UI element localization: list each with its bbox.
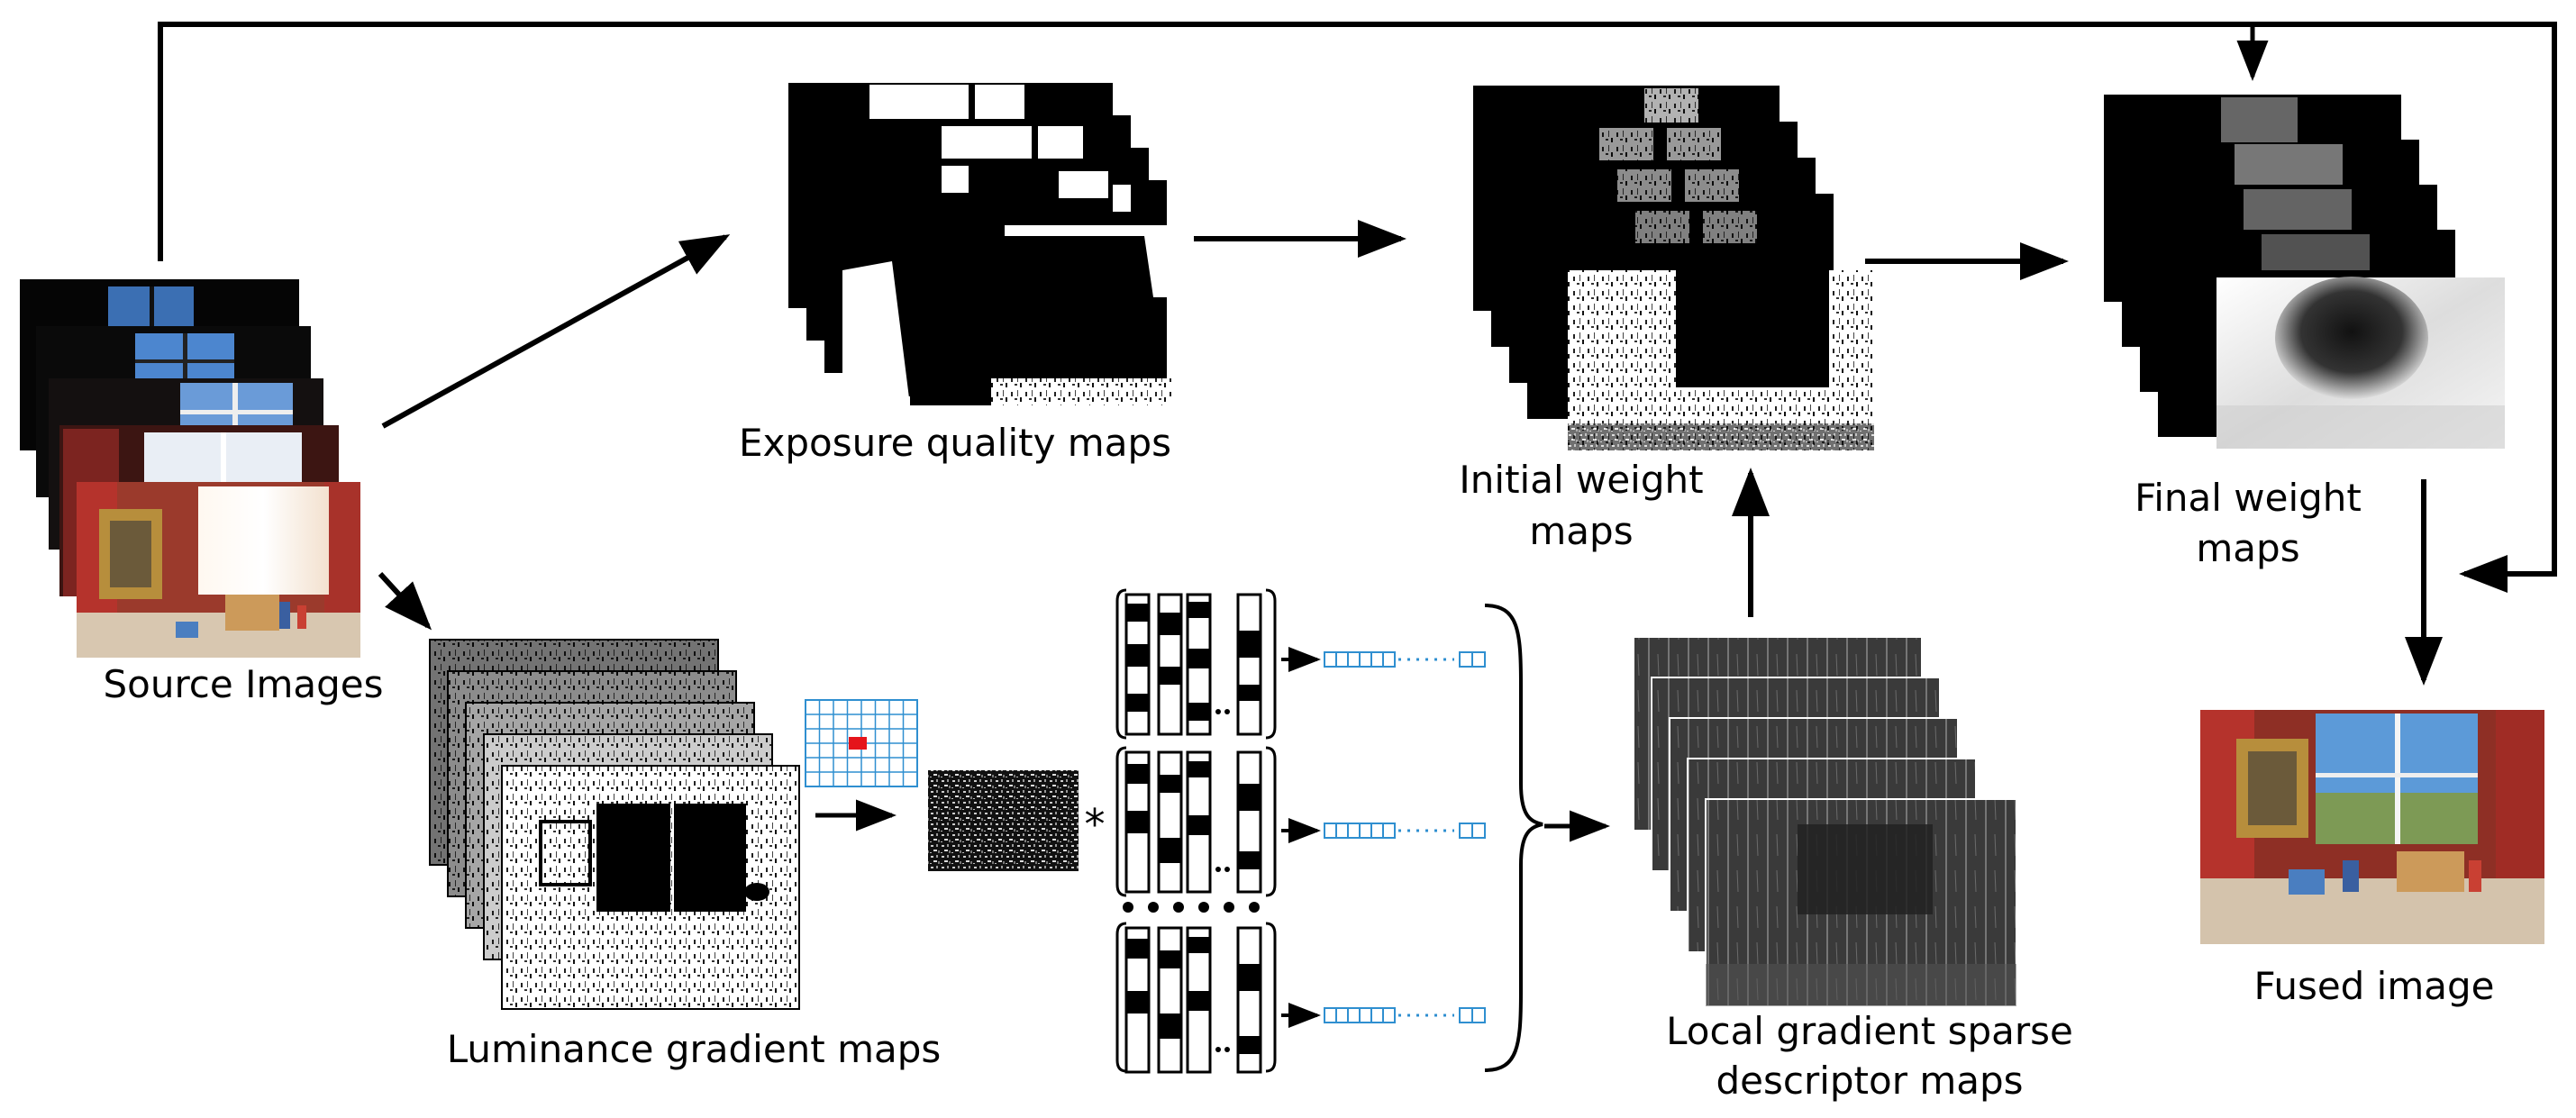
final-weight-maps-stack (2104, 95, 2505, 449)
arrow-source-to-luminance (378, 571, 432, 631)
label-fused-image: Fused image (2253, 964, 2495, 1008)
label-final-weight-maps-line2: maps (2196, 526, 2300, 570)
sparse-code-vector-3 (1281, 1003, 1486, 1028)
group-separator-dots (1123, 902, 1260, 913)
source-image-5 (77, 482, 360, 658)
dictionary-atom-group-1 (1115, 588, 1277, 740)
initial-weight-maps-stack (1473, 86, 1874, 450)
dictionary-atom-group-2 (1115, 746, 1277, 897)
merge-brace (1484, 604, 1543, 1072)
descriptor-maps-stack (1633, 636, 2017, 1007)
luminance-gradient-maps-stack (429, 639, 800, 1010)
label-luminance-gradient-maps: Luminance gradient maps (446, 1027, 942, 1071)
sampling-grid (805, 699, 918, 787)
source-images-stack (20, 279, 360, 658)
label-descriptor-maps-line1: Local gradient sparse (1666, 1009, 2073, 1053)
label-final-weight-maps-line1: Final weight (2135, 476, 2362, 520)
sparse-code-vector-1 (1281, 647, 1486, 672)
arrow-source-to-exposure (381, 234, 731, 429)
label-source-images: Source Images (103, 662, 384, 706)
convolution-operator: * (1084, 800, 1106, 849)
label-exposure-quality-maps: Exposure quality maps (738, 421, 1171, 465)
label-descriptor-maps-line2: descriptor maps (1716, 1059, 2024, 1103)
dictionary-atom-group-3 (1115, 922, 1277, 1074)
label-initial-weight-maps-line1: Initial weight (1459, 458, 1704, 502)
fused-image (2200, 710, 2544, 944)
arrow-source-to-final-weights (158, 22, 2557, 593)
sparse-code-vector-2 (1281, 818, 1486, 843)
exposure-quality-maps-stack (788, 83, 1171, 405)
sparse-dictionary-patch (928, 770, 1079, 871)
label-initial-weight-maps-line2: maps (1529, 509, 1634, 553)
